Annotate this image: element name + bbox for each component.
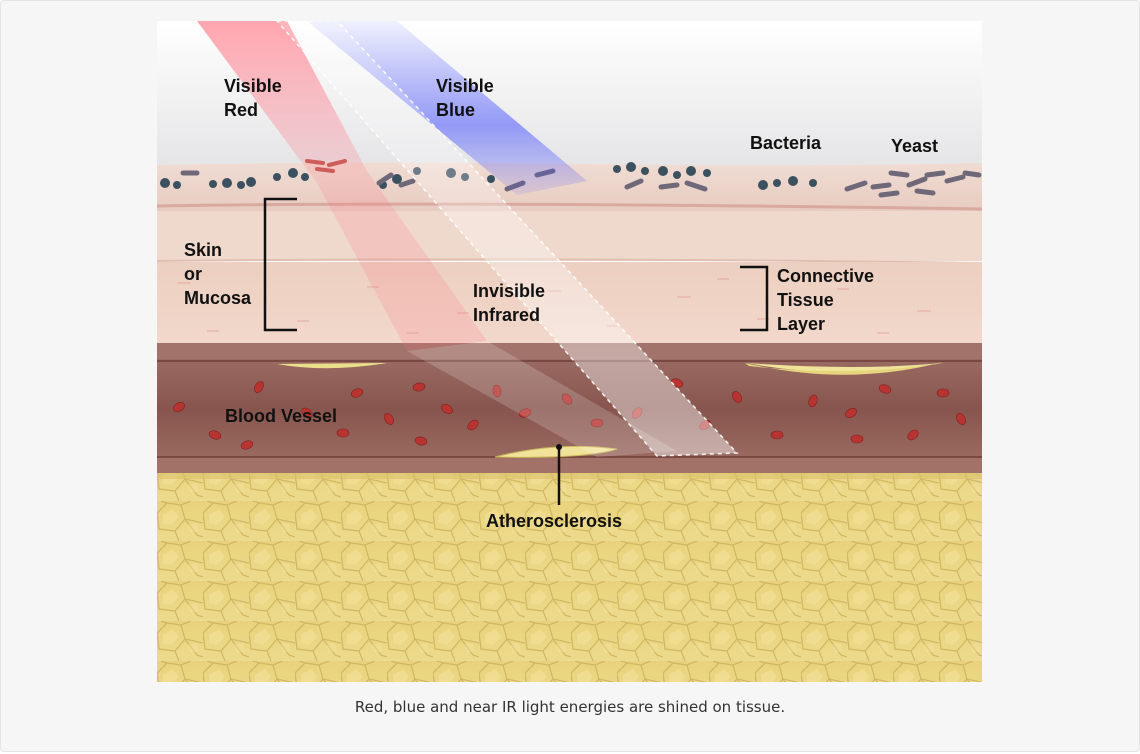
bacteria-label: Bacteria bbox=[750, 133, 822, 153]
atherosclerosis-label: Atherosclerosis bbox=[486, 511, 623, 531]
yeast-label: Yeast bbox=[891, 136, 939, 156]
connective-tissue-bracket bbox=[740, 265, 769, 332]
tissue-illustration bbox=[157, 21, 982, 682]
skin-bracket bbox=[263, 197, 297, 332]
blood-vessel-label: Blood Vessel bbox=[225, 406, 338, 426]
infrared-light-beam bbox=[277, 21, 737, 456]
red-light-beam bbox=[197, 21, 367, 183]
figure-caption: Red, blue and near IR light energies are… bbox=[354, 698, 786, 716]
